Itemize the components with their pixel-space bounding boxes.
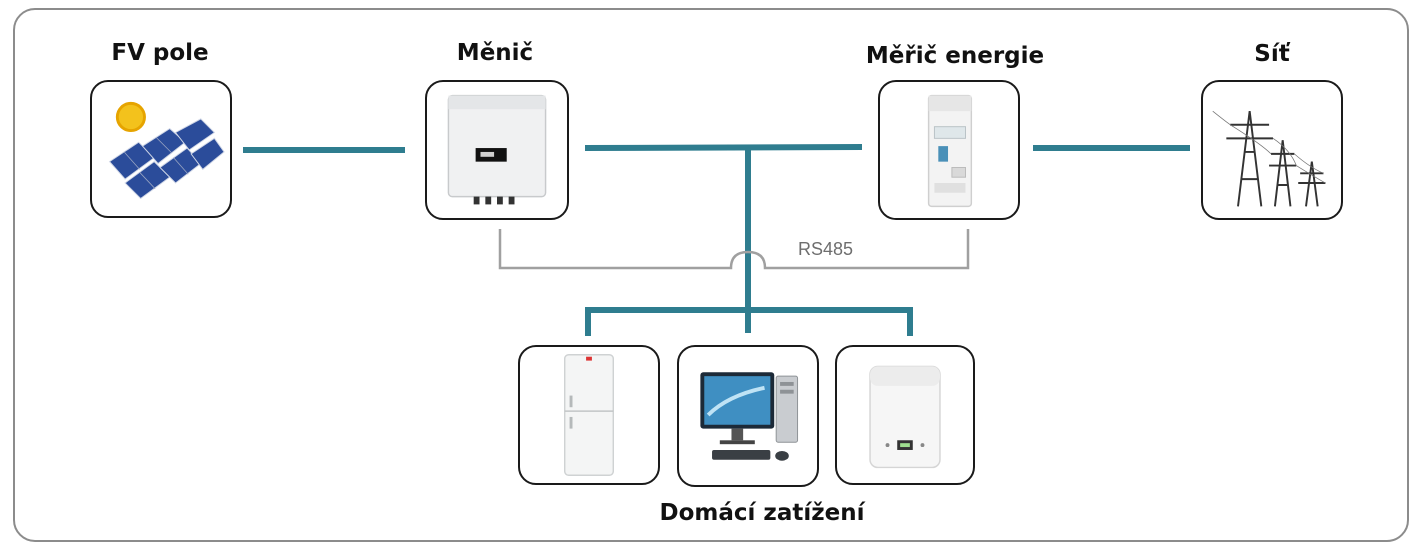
computer-icon (700, 372, 799, 461)
refrigerator-card (518, 345, 660, 485)
refrigerator-icon (563, 354, 615, 476)
water-heater-icon (869, 365, 941, 469)
inverter-icon (447, 94, 547, 205)
diagram-frame (13, 8, 1409, 542)
pv-label: FV pole (111, 40, 209, 66)
inverter-label: Měnič (456, 40, 534, 66)
grid-label: Síť (1254, 41, 1290, 67)
load-bus-line (585, 307, 913, 336)
inverter-meter-line (584, 144, 863, 151)
loads-label: Domácí zatížení (659, 500, 865, 526)
grid-card (1201, 80, 1343, 220)
power-pylon-icon (1212, 110, 1326, 207)
meter-card (878, 80, 1020, 220)
pv-card (90, 80, 232, 218)
water-heater-card (835, 345, 975, 485)
solar-panel-icon (108, 101, 225, 200)
energy-meter-icon (927, 94, 973, 208)
computer-card (677, 345, 819, 487)
meter-label: Měřič energie (865, 43, 1045, 69)
inverter-card (425, 80, 569, 220)
rs485-label: RS485 (798, 239, 854, 259)
rs485-line (498, 229, 970, 270)
